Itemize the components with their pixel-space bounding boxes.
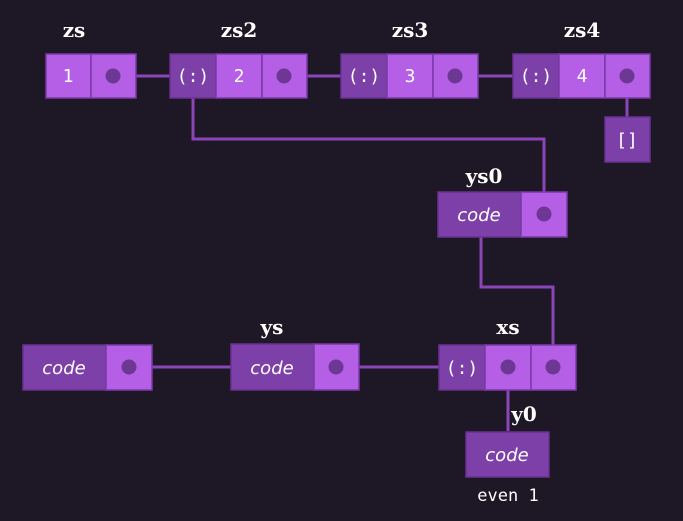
- node-zs2: (:) 2: [169, 53, 308, 99]
- zs2-tail-pointer: [276, 68, 292, 84]
- zs3-head-value: 3: [405, 66, 416, 87]
- zs3-constructor: (:): [348, 66, 381, 87]
- zs4-constructor: (:): [520, 66, 553, 87]
- nil-cell: [604, 116, 651, 163]
- label-xs: xs: [496, 315, 519, 339]
- y0-code: code: [485, 445, 528, 466]
- ys0-code: code: [457, 205, 500, 226]
- node-left-thunk: code: [22, 344, 153, 391]
- nil-value: []: [616, 130, 638, 151]
- ys0-pointer: [536, 206, 552, 222]
- ys-pointer: [328, 359, 344, 375]
- left-code: code: [42, 358, 85, 379]
- label-y0: y0: [510, 402, 537, 426]
- node-zs4: (:) 4: [512, 53, 651, 99]
- zs4-head-cell: [558, 53, 606, 99]
- left-code-cell: [22, 344, 107, 391]
- xs-tail-pointer: [545, 359, 561, 375]
- label-zs3: zs3: [392, 18, 429, 42]
- zs3-head-cell: [386, 53, 434, 99]
- zs3-constructor-cell: [340, 53, 388, 99]
- zs2-constructor-cell: [169, 53, 217, 99]
- node-ys: code: [230, 343, 360, 391]
- label-ys: ys: [260, 315, 284, 339]
- ys-code: code: [250, 358, 293, 379]
- zs2-tail-cell: [261, 53, 308, 99]
- xs-head-pointer: [500, 359, 516, 375]
- label-zs4: zs4: [564, 18, 601, 42]
- wire-zs2-to-ys0: [191, 98, 546, 214]
- zs4-head-value: 4: [577, 66, 588, 87]
- zs4-tail-pointer: [619, 68, 635, 84]
- zs2-constructor: (:): [177, 66, 210, 87]
- node-nil: []: [604, 116, 651, 163]
- zs3-tail-pointer: [447, 68, 463, 84]
- zs2-head-value: 2: [234, 66, 245, 87]
- node-zs3: (:) 3: [340, 53, 479, 99]
- left-pointer: [121, 359, 137, 375]
- node-ys0: code: [437, 191, 568, 238]
- zs4-constructor-cell: [512, 53, 560, 99]
- zs-tail-pointer: [105, 68, 121, 84]
- ys-code-cell: [230, 343, 315, 391]
- zs2-head-cell: [215, 53, 263, 99]
- xs-constructor: (:): [446, 358, 479, 379]
- y0-code-cell: [465, 431, 550, 478]
- node-xs: (:): [438, 344, 577, 391]
- zs-head-value: 1: [63, 66, 74, 87]
- wire-ys0-to-xs: [479, 237, 555, 367]
- ys0-code-cell: [437, 191, 522, 238]
- node-zs: 1: [45, 53, 137, 99]
- label-zs2: zs2: [221, 18, 258, 42]
- node-y0: code: [465, 431, 550, 478]
- label-zs: zs: [63, 18, 86, 42]
- y0-caption: even 1: [477, 486, 538, 506]
- label-ys0: ys0: [465, 164, 503, 188]
